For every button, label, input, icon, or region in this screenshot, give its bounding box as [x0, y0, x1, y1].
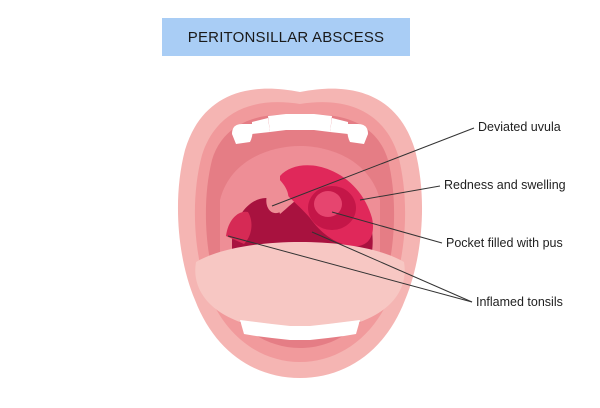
label-inflamed-tonsils: Inflamed tonsils — [476, 295, 563, 309]
left-tonsil — [226, 211, 252, 244]
uvula-leader-line — [271, 127, 475, 207]
lower-teeth — [240, 320, 360, 340]
label-redness-swelling: Redness and swelling — [444, 178, 566, 192]
tonsil-leader-line-right — [311, 231, 473, 303]
abscess-highlight — [314, 191, 342, 217]
tonsil-leader-line-left — [227, 235, 473, 303]
swelling-leader-line — [359, 185, 441, 201]
label-deviated-uvula: Deviated uvula — [478, 120, 561, 134]
diagram-title: PERITONSILLAR ABSCESS — [187, 28, 385, 46]
pocket-leader-line — [331, 211, 443, 244]
leader-lines — [227, 127, 475, 303]
upper-teeth — [232, 114, 368, 144]
diagram-title-box: PERITONSILLAR ABSCESS — [162, 18, 410, 56]
label-pocket-pus: Pocket filled with pus — [446, 236, 563, 250]
tongue — [195, 242, 405, 332]
uvula — [266, 178, 289, 214]
